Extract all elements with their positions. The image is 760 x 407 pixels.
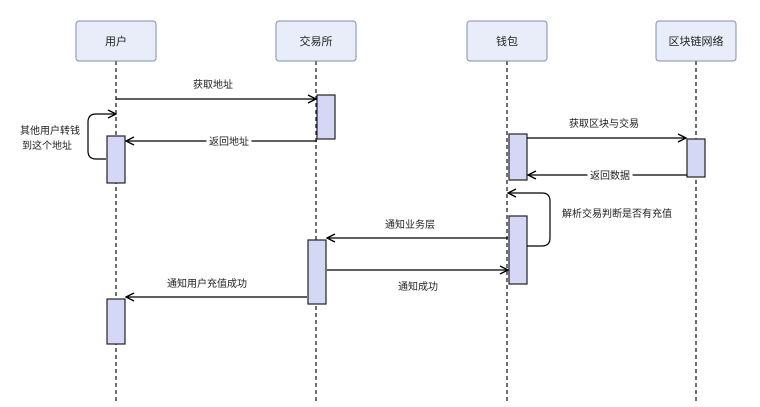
participant-box-user — [75, 20, 157, 62]
message-label-notify-business: 通知业务层 — [385, 218, 435, 231]
participant-box-exchange — [275, 20, 357, 62]
self-message-arrow-user — [87, 114, 116, 160]
self-message-label-wallet: 解析交易判断是否有充值 — [562, 207, 672, 220]
participant-wallet: 钱包 — [466, 20, 548, 62]
activation-exchange-2 — [307, 239, 327, 305]
messages: 获取地址 返回地址 获取区块与交易 返回数据 通知业务层 通知成功 通知用户充值… — [116, 78, 687, 297]
participant-label-wallet: 钱包 — [496, 34, 518, 48]
activations — [106, 94, 706, 345]
lifelines — [115, 61, 697, 404]
message-label-notify-user: 通知用户充值成功 — [167, 277, 247, 290]
participant-label-user: 用户 — [105, 34, 127, 48]
activation-chain-1 — [686, 138, 706, 178]
message-label-notify-success: 通知成功 — [398, 280, 438, 293]
activation-user-2 — [106, 298, 126, 345]
participant-box-wallet — [466, 20, 548, 62]
message-label-get-address: 获取地址 — [193, 78, 233, 91]
self-message-arrow-wallet — [508, 193, 551, 247]
participant-label-chain: 区块链网络 — [669, 34, 724, 48]
self-message-label-user-line1: 其他用户转钱 — [20, 124, 80, 137]
participant-chain: 区块链网络 — [655, 20, 737, 62]
participant-box-chain — [655, 20, 737, 62]
self-message-label-user-line2: 到这个地址 — [22, 139, 72, 152]
message-label-return-address: 返回地址 — [209, 135, 249, 148]
activation-wallet-2 — [508, 215, 528, 285]
self-message-wallet: 解析交易判断是否有充值 — [508, 193, 672, 247]
message-label-get-blocks: 获取区块与交易 — [569, 117, 639, 130]
participant-user: 用户 — [75, 20, 157, 62]
participant-exchange: 交易所 — [275, 20, 357, 62]
participant-label-exchange: 交易所 — [300, 34, 333, 48]
activation-exchange-1 — [316, 94, 336, 140]
self-message-user: 其他用户转钱 到这个地址 — [20, 114, 116, 160]
activation-user-1 — [106, 135, 126, 184]
message-label-return-data: 返回数据 — [590, 169, 630, 182]
activation-wallet-1 — [508, 133, 528, 181]
